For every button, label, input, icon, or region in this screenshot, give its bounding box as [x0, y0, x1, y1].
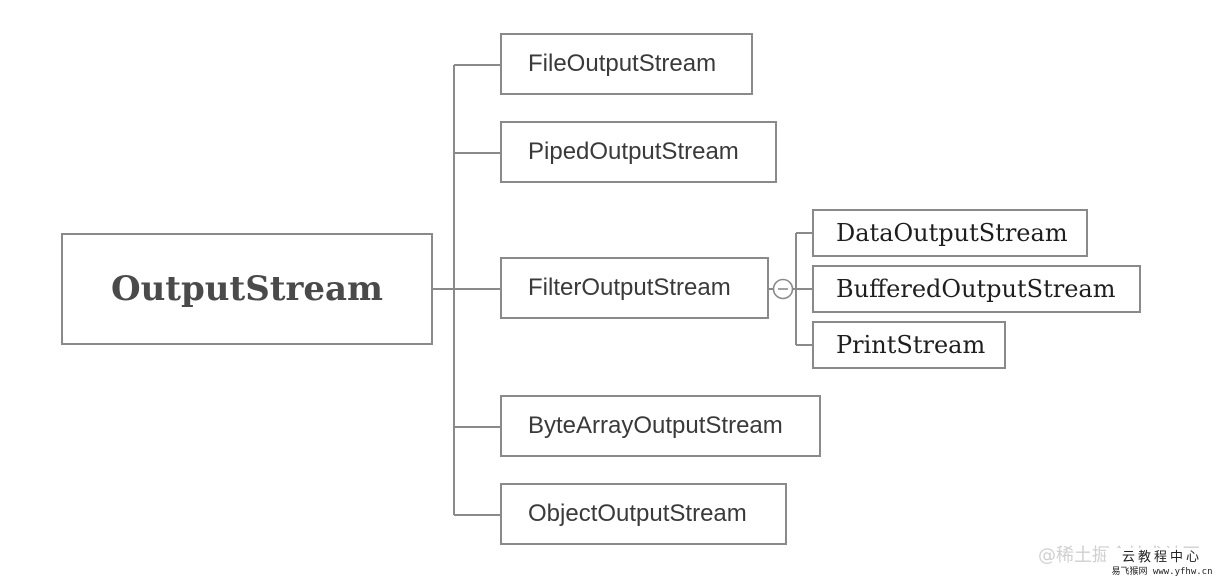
brand-title: 云教程中心	[1121, 550, 1202, 565]
node-label: FileOutputStream	[528, 50, 717, 77]
node-outputstream[interactable]: OutputStream	[61, 233, 433, 345]
brand-logo: 云教程中心 易飞猴网 www.yfhw.cn	[1106, 548, 1218, 582]
node-label: DataOutputStream	[836, 219, 1068, 247]
node-fileoutputstream[interactable]: FileOutputStream	[500, 33, 753, 95]
brand-url: 易飞猴网 www.yfhw.cn	[1111, 567, 1213, 577]
node-label: PrintStream	[836, 331, 986, 359]
node-label: ObjectOutputStream	[528, 500, 747, 527]
node-filteroutputstream[interactable]: FilterOutputStream	[500, 257, 769, 319]
node-label: FilterOutputStream	[528, 274, 731, 301]
node-label: ByteArrayOutputStream	[528, 412, 783, 439]
node-label: PipedOutputStream	[528, 138, 739, 165]
node-pipedoutputstream[interactable]: PipedOutputStream	[500, 121, 777, 183]
node-label: BufferedOutputStream	[836, 275, 1116, 303]
node-bufferedoutputstream[interactable]: BufferedOutputStream	[812, 265, 1141, 313]
node-label: OutputStream	[110, 269, 384, 309]
node-printstream[interactable]: PrintStream	[812, 321, 1006, 369]
node-dataoutputstream[interactable]: DataOutputStream	[812, 209, 1088, 257]
node-objectoutputstream[interactable]: ObjectOutputStream	[500, 483, 787, 545]
node-bytearrayoutputstream[interactable]: ByteArrayOutputStream	[500, 395, 821, 457]
minus-circle-icon[interactable]	[772, 278, 794, 300]
